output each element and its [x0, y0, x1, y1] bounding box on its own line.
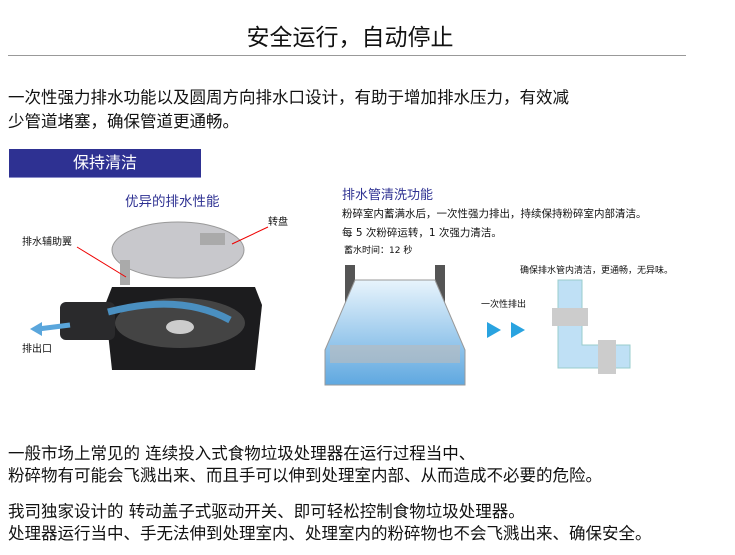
body-line: 一般市场上常见的 连续投入式食物垃圾处理器在运行过程当中、 — [8, 444, 476, 463]
section-banner: 保持清洁 — [9, 149, 201, 178]
label-wing: 排水辅助翼 — [22, 237, 72, 248]
desc-line: 粉碎室内蓄满水后，一次性强力排出，持续保持粉碎室内部清洁。 — [342, 208, 647, 220]
label-turntable: 转盘 — [268, 217, 288, 228]
discharge-label: 一次性排出 — [481, 300, 527, 310]
body-line: 粉碎物有可能会飞溅出来、而且手可以伸到处理室内部、从而造成不必要的危险。 — [8, 466, 602, 485]
drain-illustration — [324, 265, 631, 386]
page-title: 安全运行，自动停止 — [246, 25, 454, 51]
disposer-illustration — [30, 221, 269, 370]
body-line: 我司独家设计的 转动盖子式驱动开关、即可轻松控制食物垃圾处理器。 — [8, 502, 525, 521]
body-line: 处理器运行当中、手无法伸到处理室内、处理室内的粉碎物也不会飞溅出来、确保安全。 — [8, 524, 652, 543]
intro-line: 一次性强力排水功能以及圆周方向排水口设计，有助于增加排水压力，有效减 — [8, 88, 569, 107]
right-figure-title: 排水管清洗功能 — [342, 188, 434, 203]
storage-time: 蓄水时间：12 秒 — [344, 246, 413, 256]
result-text: 确保排水管内清洁，更通畅，无异味。 — [520, 266, 674, 276]
label-outlet: 排出口 — [22, 344, 52, 355]
left-figure-title: 优异的排水性能 — [125, 194, 220, 210]
intro-line: 少管道堵塞，确保管道更通畅。 — [8, 112, 239, 131]
divider — [8, 55, 686, 56]
desc-line: 每 5 次粉碎运转，1 次强力清洁。 — [342, 227, 502, 239]
